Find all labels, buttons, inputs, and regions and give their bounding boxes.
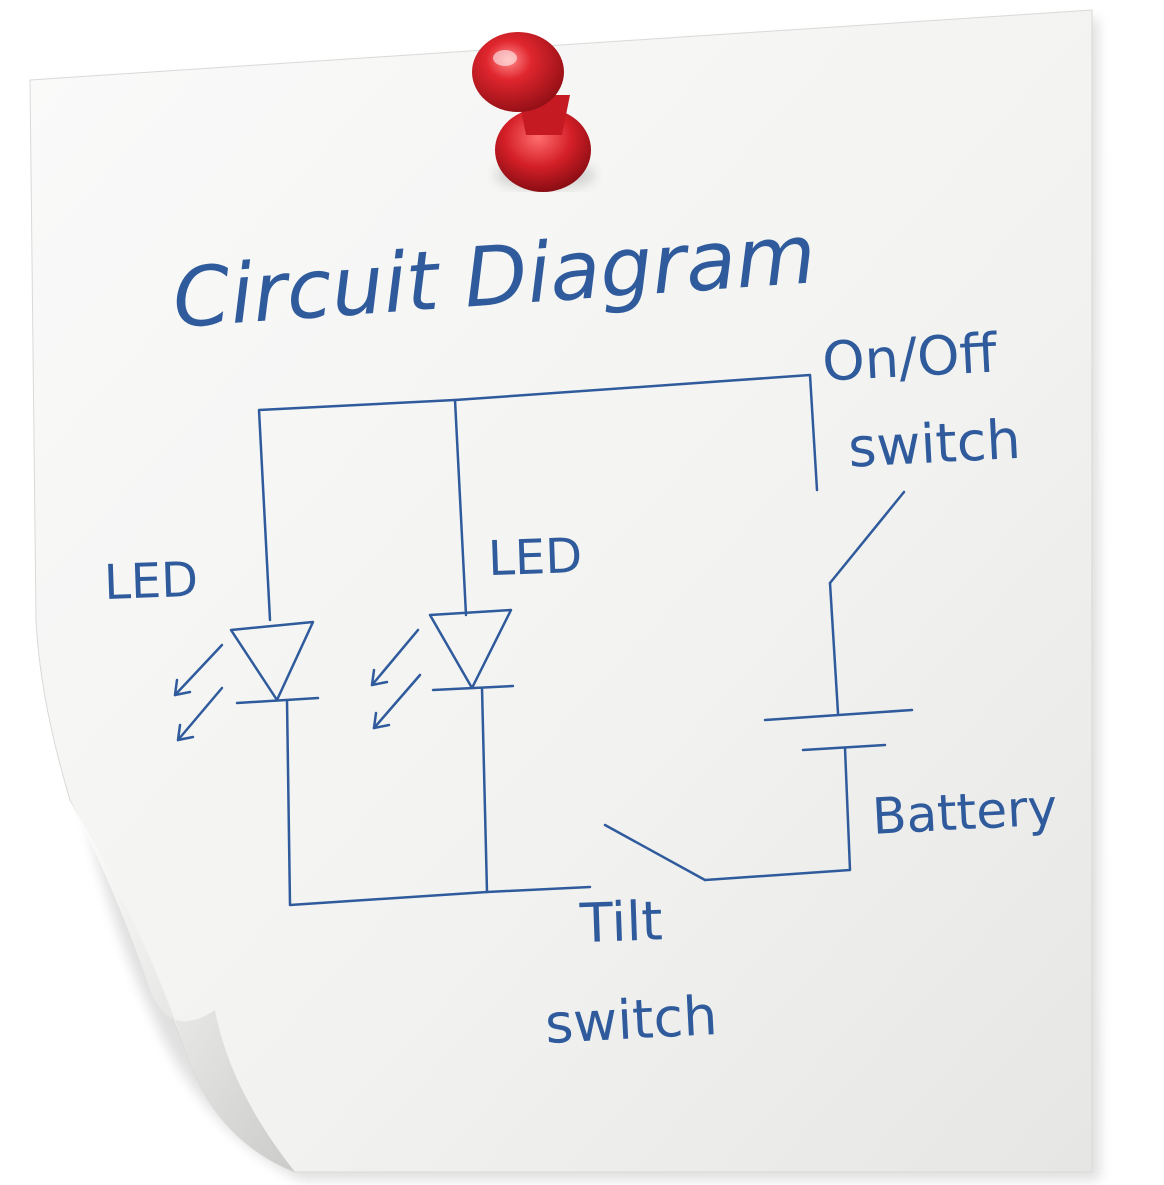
led-left-symbol	[173, 620, 320, 742]
led-middle-label: LED	[487, 528, 583, 587]
push-pin-icon	[472, 32, 595, 192]
led-middle-symbol	[370, 608, 515, 730]
middle-lower-wire	[480, 686, 489, 894]
battery-to-bottom-wire	[703, 746, 852, 882]
bottom-wire	[285, 698, 592, 907]
on-off-label-line2: switch	[847, 408, 1022, 480]
led-left-label: LED	[103, 552, 199, 611]
tilt-label-line1: Tilt	[578, 889, 664, 955]
circuit-wires	[257, 373, 906, 907]
on-off-switch-lever	[828, 490, 906, 585]
on-off-label-line1: On/Off	[821, 321, 1000, 393]
middle-branch-wire	[453, 398, 468, 617]
tilt-label-line2: switch	[543, 984, 718, 1056]
switch-to-battery-wire	[828, 581, 840, 715]
tilt-switch-lever	[603, 823, 707, 882]
battery-symbol	[763, 708, 914, 752]
battery-label: Battery	[871, 778, 1059, 846]
